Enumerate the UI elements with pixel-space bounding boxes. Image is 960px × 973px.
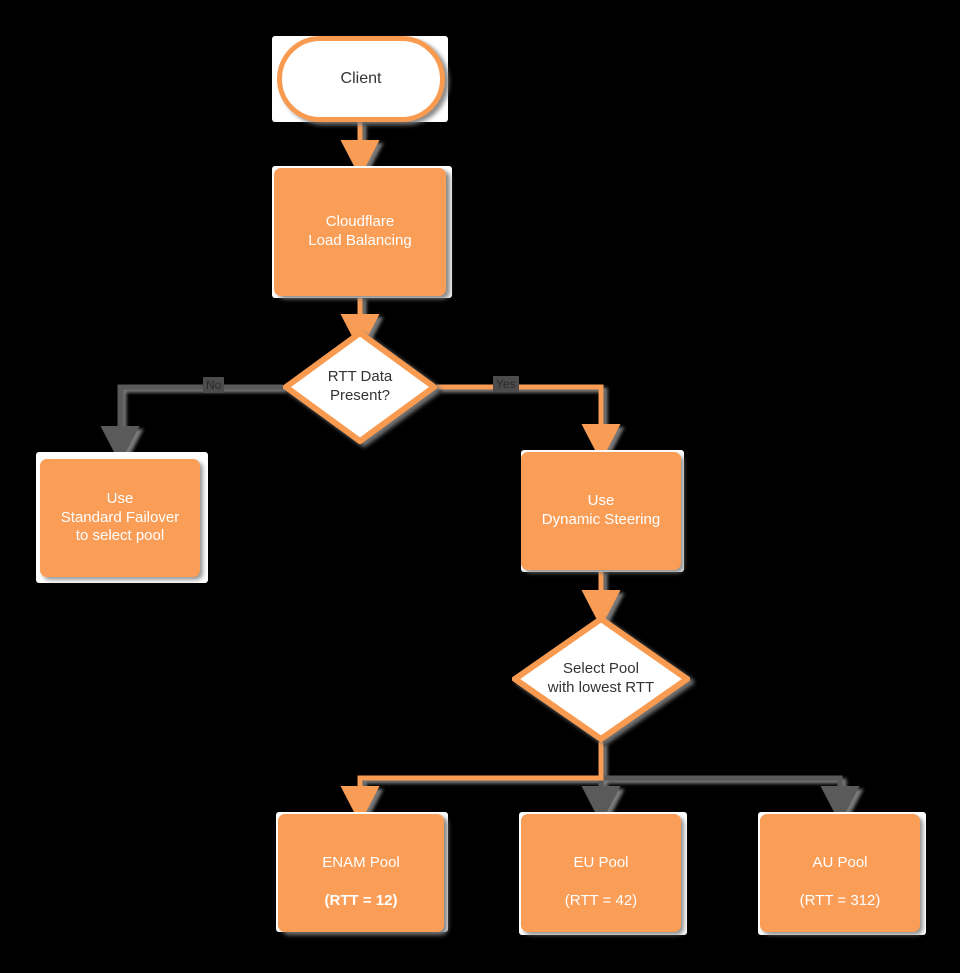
edge-selectpool-to-au <box>601 775 860 824</box>
edge-label-no: No <box>203 377 225 393</box>
edge-selectpool-to-enam <box>340 742 604 824</box>
node-au-pool-line2: (RTT = 312) <box>799 891 881 909</box>
node-au-pool[interactable]: AU Pool (RTT = 312) <box>760 814 920 932</box>
edge-rttcheck-to-dynamic <box>437 384 621 462</box>
node-load-balancing[interactable]: Cloudflare Load Balancing <box>274 168 446 296</box>
edge-rttcheck-to-failover <box>100 384 283 464</box>
node-enam-pool-line2: (RTT = 12) <box>324 891 398 909</box>
node-enam-pool-label: ENAM Pool (RTT = 12) <box>322 836 400 911</box>
select-pool-diamond-shape <box>512 616 690 742</box>
node-client-label: Client <box>340 70 382 87</box>
node-dynamic-steering[interactable]: Use Dynamic Steering <box>521 452 681 570</box>
node-au-pool-line1: AU Pool <box>812 854 868 872</box>
node-load-balancing-label: Cloudflare Load Balancing <box>308 213 412 249</box>
node-eu-pool[interactable]: EU Pool (RTT = 42) <box>521 814 681 932</box>
node-au-pool-label: AU Pool (RTT = 312) <box>800 836 881 911</box>
node-eu-pool-line2: (RTT = 42) <box>564 891 638 909</box>
node-rtt-data-present[interactable]: RTT Data Present? <box>283 330 437 444</box>
node-dynamic-steering-label: Use Dynamic Steering <box>541 492 661 528</box>
node-client[interactable]: Client <box>277 36 445 122</box>
node-select-pool[interactable]: Select Pool with lowest RTT <box>512 616 690 742</box>
node-eu-pool-line1: EU Pool <box>573 854 629 872</box>
rtt-data-present-diamond-shape <box>283 330 437 444</box>
node-standard-failover-label: Use Standard Failover to select pool <box>60 489 180 545</box>
node-enam-pool[interactable]: ENAM Pool (RTT = 12) <box>278 814 444 932</box>
node-enam-pool-line1: ENAM Pool <box>322 854 400 872</box>
node-standard-failover[interactable]: Use Standard Failover to select pool <box>40 459 200 577</box>
edge-label-yes: Yes <box>493 376 519 392</box>
node-eu-pool-label: EU Pool (RTT = 42) <box>565 836 637 911</box>
